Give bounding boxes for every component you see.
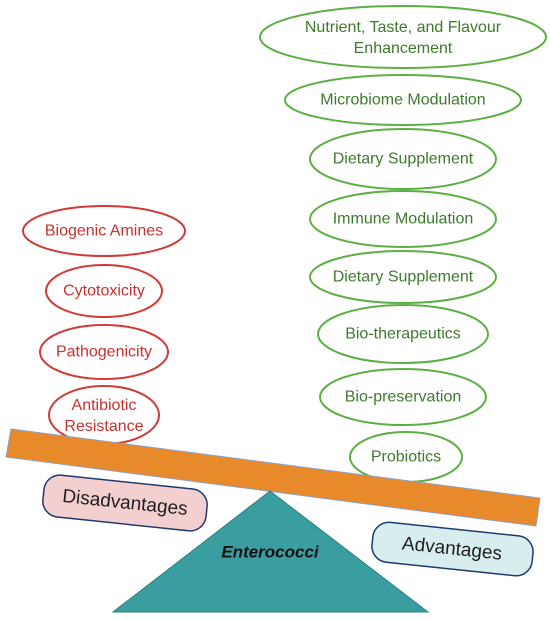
disadvantage-item-antibiotic-resistance: Antibiotic Resistance: [48, 385, 160, 445]
advantage-label: Bio-preservation: [345, 389, 462, 406]
fulcrum-triangle: [111, 490, 430, 613]
advantage-label: Bio-therapeutics: [345, 326, 461, 343]
advantage-label: Dietary Supplement: [333, 151, 474, 168]
disadvantage-item-biogenic-amines: Biogenic Amines: [22, 205, 186, 257]
balance-beam: [5, 428, 541, 527]
disadvantages-group: Biogenic Amines Cytotoxicity Pathogenici…: [22, 205, 186, 445]
advantage-label-line-1: Nutrient, Taste, and Flavour: [305, 19, 502, 36]
advantage-label: Probiotics: [371, 449, 441, 466]
disadvantage-label: Biogenic Amines: [45, 223, 163, 240]
advantage-item-nutrient-taste-flavour: Nutrient, Taste, and Flavour Enhancement: [259, 5, 547, 69]
advantage-item-bio-therapeutics: Bio-therapeutics: [317, 304, 489, 364]
disadvantage-label: Cytotoxicity: [63, 283, 145, 300]
disadvantage-item-cytotoxicity: Cytotoxicity: [45, 264, 163, 318]
advantage-label-line-2: Enhancement: [354, 40, 453, 57]
advantage-item-dietary-supplement-1: Dietary Supplement: [309, 128, 497, 190]
disadvantage-label: Pathogenicity: [56, 344, 152, 361]
advantage-label: Dietary Supplement: [333, 269, 474, 286]
advantage-label: Microbiome Modulation: [320, 92, 485, 109]
advantage-item-immune-modulation: Immune Modulation: [309, 190, 497, 248]
advantage-item-dietary-supplement-2: Dietary Supplement: [309, 250, 497, 304]
disadvantage-label-line-1: Antibiotic: [72, 397, 137, 414]
advantage-item-bio-preservation: Bio-preservation: [319, 368, 487, 426]
fulcrum-label: Enterococci: [221, 543, 320, 562]
advantages-group: Nutrient, Taste, and Flavour Enhancement…: [259, 5, 547, 483]
disadvantages-tag: Disadvantages: [42, 474, 208, 532]
advantage-item-probiotics: Probiotics: [349, 431, 463, 483]
disadvantage-item-pathogenicity: Pathogenicity: [39, 324, 169, 380]
advantage-label: Immune Modulation: [333, 211, 474, 228]
disadvantage-label-line-2: Resistance: [64, 418, 143, 435]
advantage-item-microbiome-modulation: Microbiome Modulation: [284, 74, 522, 126]
advantages-tag: Advantages: [371, 521, 534, 577]
